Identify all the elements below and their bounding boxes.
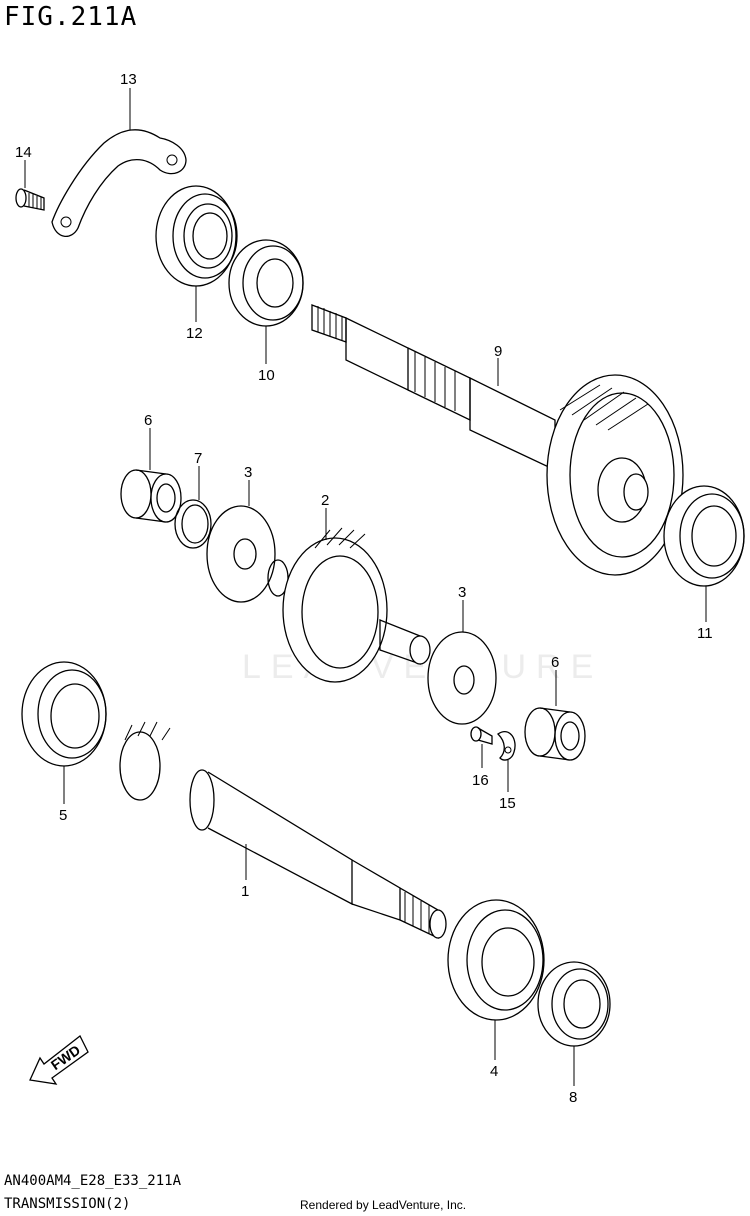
callout-12: 12 <box>186 325 203 342</box>
callout-8: 8 <box>569 1089 577 1106</box>
part-13-bearing-retainer[interactable] <box>51 129 187 237</box>
part-15-lock-washer[interactable] <box>496 731 516 761</box>
callout-3-lower: 3 <box>458 584 466 601</box>
callout-6-lower: 6 <box>551 654 559 671</box>
callout-14: 14 <box>15 144 32 161</box>
part-6-needle-bearing-upper[interactable] <box>120 469 182 523</box>
callout-16: 16 <box>472 772 489 789</box>
part-10-oil-seal[interactable] <box>228 239 304 327</box>
part-14-screw[interactable] <box>15 188 45 211</box>
part-4-bearing[interactable] <box>447 899 545 1021</box>
fwd-arrow-icon: FWD <box>29 1035 89 1085</box>
section-name: TRANSMISSION(2) <box>4 1196 131 1212</box>
part-3-washer-lower[interactable] <box>427 631 497 725</box>
part-8-oil-seal[interactable] <box>537 961 611 1047</box>
callout-4: 4 <box>490 1063 498 1080</box>
render-credit: Rendered by LeadVenture, Inc. <box>300 1198 467 1212</box>
callout-1: 1 <box>241 883 249 900</box>
callout-7: 7 <box>194 450 202 467</box>
callout-9: 9 <box>494 343 502 360</box>
part-7-circlip[interactable] <box>174 499 212 549</box>
part-1-drive-shaft[interactable] <box>119 721 447 940</box>
model-code: AN400AM4_E28_E33_211A <box>4 1173 182 1189</box>
part-3-washer-upper[interactable] <box>206 505 276 603</box>
part-9-driven-shaft[interactable] <box>311 304 684 576</box>
callout-3-upper: 3 <box>244 464 252 481</box>
part-12-bearing[interactable] <box>155 185 238 287</box>
callout-5: 5 <box>59 807 67 824</box>
part-11-bearing[interactable] <box>663 485 745 587</box>
part-5-bearing[interactable] <box>21 661 107 767</box>
leader-lines <box>24 88 707 1086</box>
callout-6-upper: 6 <box>144 412 152 429</box>
figure-title: FIG.211A <box>4 2 138 32</box>
callout-10: 10 <box>258 367 275 384</box>
part-2-drive-gear[interactable] <box>267 527 431 683</box>
callout-15: 15 <box>499 795 516 812</box>
part-6-needle-bearing-lower[interactable] <box>524 707 586 761</box>
callout-labels: 13 14 12 10 9 6 7 3 2 11 3 6 16 15 5 1 4… <box>15 71 713 1106</box>
callout-13: 13 <box>120 71 137 88</box>
part-16-bolt[interactable] <box>470 726 493 745</box>
callout-2: 2 <box>321 492 329 509</box>
callout-11: 11 <box>697 625 713 642</box>
